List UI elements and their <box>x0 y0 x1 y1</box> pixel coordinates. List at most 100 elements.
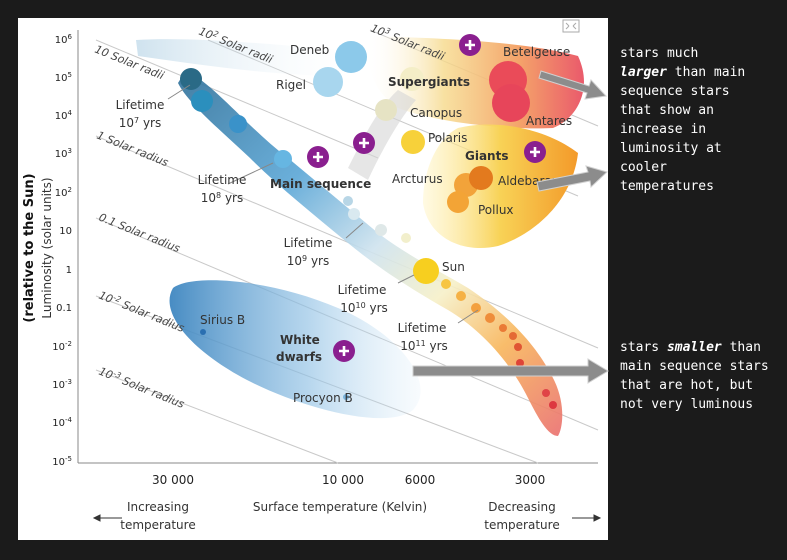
x-left-label-1: Increasing <box>127 500 189 514</box>
expand-icon[interactable] <box>562 19 580 33</box>
x-direction-arrows <box>92 514 602 522</box>
lifetime-label-8-value: 108 yrs <box>201 191 243 205</box>
x-tick: 30 000 <box>152 473 194 487</box>
y-tick: 103 <box>55 147 72 160</box>
y-axis-label-inner: Luminosity (solar units) <box>40 177 54 318</box>
star-dot <box>456 291 466 301</box>
region-label-white-dwarfs-2: dwarfs <box>276 350 322 364</box>
plus-buttons[interactable] <box>307 34 546 362</box>
star-dot <box>401 233 411 243</box>
y-tick: 0.1 <box>56 303 72 314</box>
star-dot <box>542 389 550 397</box>
star-dot <box>441 279 451 289</box>
star-label-pollux: Pollux <box>478 203 514 217</box>
star-dot <box>274 150 292 168</box>
note-line: main sequence stars <box>620 359 769 374</box>
leader-lines <box>167 84 479 324</box>
y-tick: 106 <box>55 33 73 46</box>
x-tick: 10 000 <box>322 473 364 487</box>
regions <box>136 36 584 436</box>
lifetime-label-8-line: Lifetime <box>198 173 247 187</box>
lifetime-labels: Lifetime 107 yrs Lifetime 108 yrs Lifeti… <box>116 98 448 353</box>
star-dot <box>335 41 367 73</box>
star-dot <box>516 359 524 367</box>
star-dot <box>499 324 507 332</box>
white-dwarf-region <box>169 280 421 419</box>
star-dot <box>343 196 353 206</box>
subgiant-branch <box>348 90 416 180</box>
note-line: larger than main <box>620 65 746 80</box>
lifetime-label-7-line: Lifetime <box>116 98 165 112</box>
plus-button-main-sequence[interactable] <box>307 146 329 168</box>
star-label-antares: Antares <box>526 114 572 128</box>
note-line: luminosity at <box>620 141 722 156</box>
arrow-to-giants <box>536 165 608 192</box>
star-label-deneb: Deneb <box>290 43 329 57</box>
lifetime-label-10-line: Lifetime <box>338 283 387 297</box>
star-label-betelgeuse: Betelgeuse <box>503 45 570 59</box>
note-emphasis: smaller <box>666 340 722 355</box>
star-dot <box>549 401 557 409</box>
star-dot <box>375 99 397 121</box>
star-dots <box>180 41 557 409</box>
y-tick: 1 <box>66 265 72 276</box>
note-line: cooler <box>620 160 667 175</box>
star-label-procyon-b: Procyon B <box>293 391 353 405</box>
star-dot <box>200 329 206 335</box>
y-tick: 10-3 <box>52 378 72 391</box>
star-dot <box>469 166 493 190</box>
supergiant-band-blue <box>136 39 368 77</box>
note-line: stars much <box>620 46 699 61</box>
main-sequence-band <box>178 70 563 436</box>
x-right-label-1: Decreasing <box>488 500 555 514</box>
star-dot <box>447 191 469 213</box>
supergiant-region <box>368 36 584 129</box>
region-label-supergiants: Supergiants <box>388 75 470 89</box>
star-dot <box>471 303 481 313</box>
x-tick: 6000 <box>405 473 436 487</box>
arrow-from-supergiants <box>538 70 608 100</box>
star-label-sun: Sun <box>442 260 465 274</box>
region-label-main-sequence: Main sequence <box>270 177 371 191</box>
note-emphasis: larger <box>620 65 667 80</box>
star-label-sirius-b: Sirius B <box>200 313 245 327</box>
note-line: not very luminous <box>620 397 754 412</box>
star-dot <box>375 224 387 236</box>
y-axis-label-outer: (relative to the Sun) <box>22 173 37 322</box>
note-line: sequence stars <box>620 84 730 99</box>
lifetime-label-9-value: 109 yrs <box>287 254 329 268</box>
y-tick: 105 <box>55 71 72 84</box>
y-tick: 10 <box>59 226 72 237</box>
y-tick: 10-5 <box>52 455 72 468</box>
star-dot <box>413 258 439 284</box>
lifetime-label-10-value: 1010 yrs <box>340 301 388 315</box>
star-dot <box>401 130 425 154</box>
star-dot <box>400 67 424 91</box>
plus-button-supergiants[interactable] <box>459 34 481 56</box>
region-label-white-dwarfs-1: White <box>280 333 320 347</box>
star-dot <box>509 332 517 340</box>
note-line: increase in <box>620 122 707 137</box>
star-dot <box>514 343 522 351</box>
x-axis-label: Surface temperature (Kelvin) <box>253 500 427 514</box>
hr-diagram: (relative to the Sun) Luminosity (solar … <box>22 19 602 532</box>
y-ticks: 106 105 104 103 102 10 1 0.1 10-2 10-3 1… <box>52 33 72 468</box>
annotation-larger-stars: stars much larger than main sequence sta… <box>620 44 782 196</box>
star-dot <box>485 313 495 323</box>
y-tick: 10-4 <box>52 416 72 429</box>
x-ticks: 30 000 10 000 6000 3000 <box>152 473 545 487</box>
star-dot <box>492 84 530 122</box>
plus-button-white-dwarfs[interactable] <box>333 340 355 362</box>
star-dot <box>343 394 349 400</box>
region-labels: Supergiants Giants Main sequence White d… <box>270 75 508 364</box>
note-line: stars smaller than <box>620 340 761 355</box>
y-tick: 102 <box>55 186 72 199</box>
star-dot <box>229 115 247 133</box>
star-dot <box>348 208 360 220</box>
y-tick: 104 <box>55 109 73 122</box>
plus-button-subgiants[interactable] <box>353 132 375 154</box>
plus-button-giants[interactable] <box>524 141 546 163</box>
y-tick: 10-2 <box>52 340 72 353</box>
x-right-label-2: temperature <box>484 518 559 532</box>
x-tick: 3000 <box>515 473 546 487</box>
